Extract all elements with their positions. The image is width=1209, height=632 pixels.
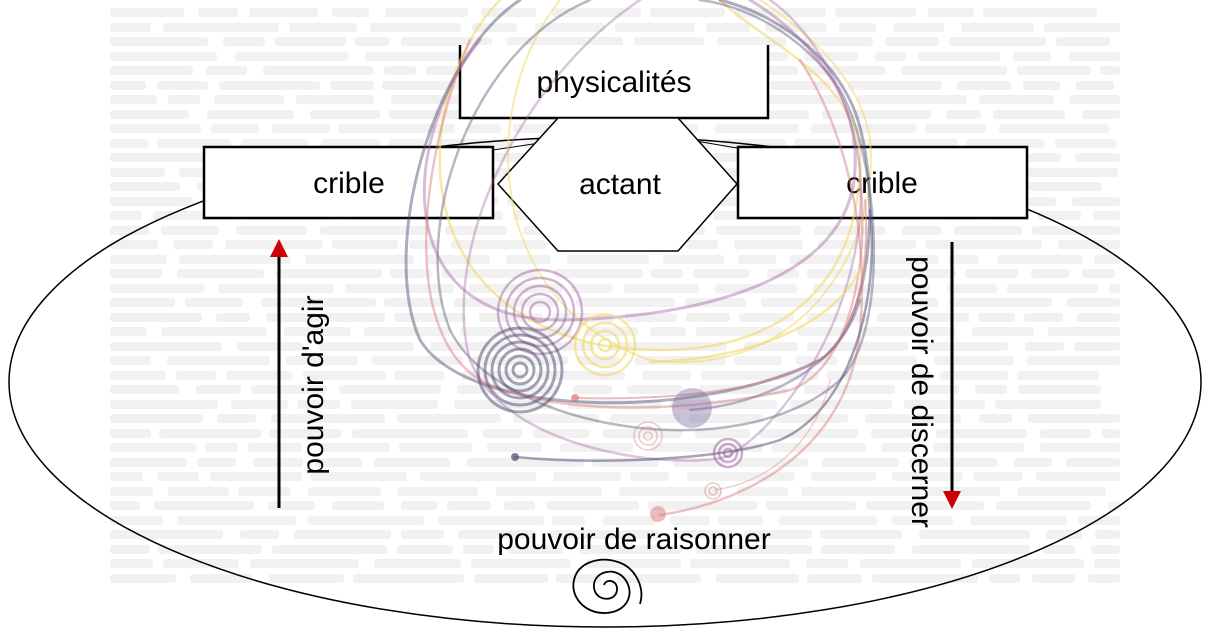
spiral-small-pink — [633, 421, 722, 500]
dot-slate-small — [511, 453, 519, 461]
thread-curves — [404, 0, 875, 517]
crible-left-box — [202, 145, 495, 220]
pouvoir-raisonner-label: pouvoir de raisonner — [497, 523, 771, 556]
crible-right-box — [736, 145, 1029, 220]
thread-slate-2 — [436, 0, 875, 432]
thread-red-2 — [658, 58, 864, 517]
dot-lavender-large — [672, 388, 712, 428]
spiral-icon — [572, 558, 643, 614]
thread-purple-2 — [462, 0, 863, 462]
thread-yellow-3 — [648, 268, 862, 364]
spiral-yellow — [573, 313, 637, 377]
spiral-small-purple — [712, 437, 744, 469]
spiral-purple — [496, 268, 584, 356]
physicalites-label: physicalités — [536, 66, 691, 99]
actant-label: actant — [579, 168, 661, 201]
actant-hexagon — [496, 117, 739, 252]
spiral-slate — [476, 326, 564, 414]
pouvoir-discerner-label: pouvoir de discerner — [905, 256, 938, 528]
dot-red-small — [571, 394, 579, 402]
dot-red-medium — [650, 506, 666, 522]
thread-yellow-1 — [438, 0, 862, 352]
thread-red-4 — [714, 379, 831, 491]
crible-left-label: crible — [313, 167, 385, 200]
thread-lavender-1 — [688, 298, 862, 412]
thread-red-3 — [574, 199, 868, 400]
thread-purple-1 — [422, 0, 857, 322]
pouvoir-agir-label: pouvoir d'agir — [297, 295, 330, 474]
thread-red-1 — [425, 38, 864, 409]
thread-slate-3 — [513, 208, 874, 462]
